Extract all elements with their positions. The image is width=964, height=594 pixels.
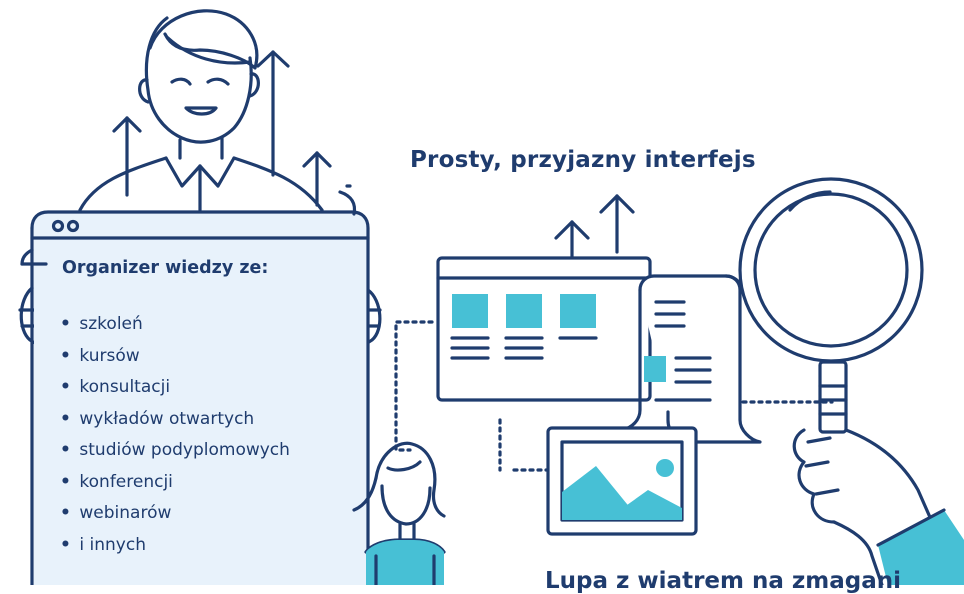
- list-item-label: webinarów: [79, 503, 172, 523]
- bullet: •: [60, 314, 71, 334]
- arrow-up-icon: [112, 116, 142, 197]
- list-item: • konsultacji: [60, 372, 290, 404]
- hand-icon: [792, 428, 942, 585]
- bullet: •: [60, 503, 71, 523]
- list-item-label: konferencji: [79, 471, 173, 492]
- bullet: •: [60, 440, 71, 460]
- tile-2: [506, 294, 542, 328]
- bullet: •: [60, 534, 71, 555]
- arrow-up-icon: [554, 220, 590, 260]
- list-item-label: szkoleń: [79, 314, 143, 334]
- list-item: • studiów podyplomowych: [60, 435, 290, 467]
- tile-1: [452, 294, 488, 328]
- list-item: • wykładów otwartych: [60, 404, 290, 436]
- mountain-icon: [562, 466, 640, 520]
- list-item-label: kursów: [79, 345, 140, 366]
- list-item-label: wykładów otwartych: [79, 408, 255, 429]
- bullet: •: [60, 377, 71, 397]
- sun-icon: [656, 459, 674, 477]
- list-item: • szkoleń: [60, 309, 290, 341]
- topic-list: • szkoleń • kursów • konsultacji • wykła…: [60, 309, 290, 561]
- bullet: •: [60, 345, 71, 366]
- list-item: • i innych: [60, 530, 290, 562]
- list-item: • webinarów: [60, 498, 290, 530]
- arrow-up-icon: [256, 50, 290, 177]
- connector-lines: [342, 184, 834, 472]
- list-item: • kursów: [60, 341, 290, 373]
- mountain-icon: [606, 490, 682, 520]
- magnifier-icon: [738, 177, 924, 434]
- bottom-caption: Lupa z wiatrem na zmagani: [545, 568, 901, 594]
- browser-window-icon: [436, 256, 652, 402]
- hand-sleeve: [878, 510, 964, 585]
- bullet: •: [60, 408, 71, 429]
- list-item: • konferencji: [60, 467, 290, 499]
- list-item-label: konsultacji: [79, 377, 171, 397]
- browser-window-icon: [20, 190, 370, 585]
- bullet: •: [60, 471, 71, 492]
- arrow-up-icon: [302, 151, 332, 207]
- page-title: Prosty, przyjazny interfejs: [410, 147, 756, 173]
- doc-image-tile: [644, 356, 666, 382]
- list-item-label: studiów podyplomowych: [79, 440, 290, 460]
- arrow-up-icon: [599, 194, 635, 254]
- tile-3: [560, 294, 596, 328]
- panel-heading: Organizer wiedzy ze:: [62, 258, 269, 278]
- list-item-label: i innych: [79, 534, 146, 555]
- girl-shirt: [366, 540, 444, 585]
